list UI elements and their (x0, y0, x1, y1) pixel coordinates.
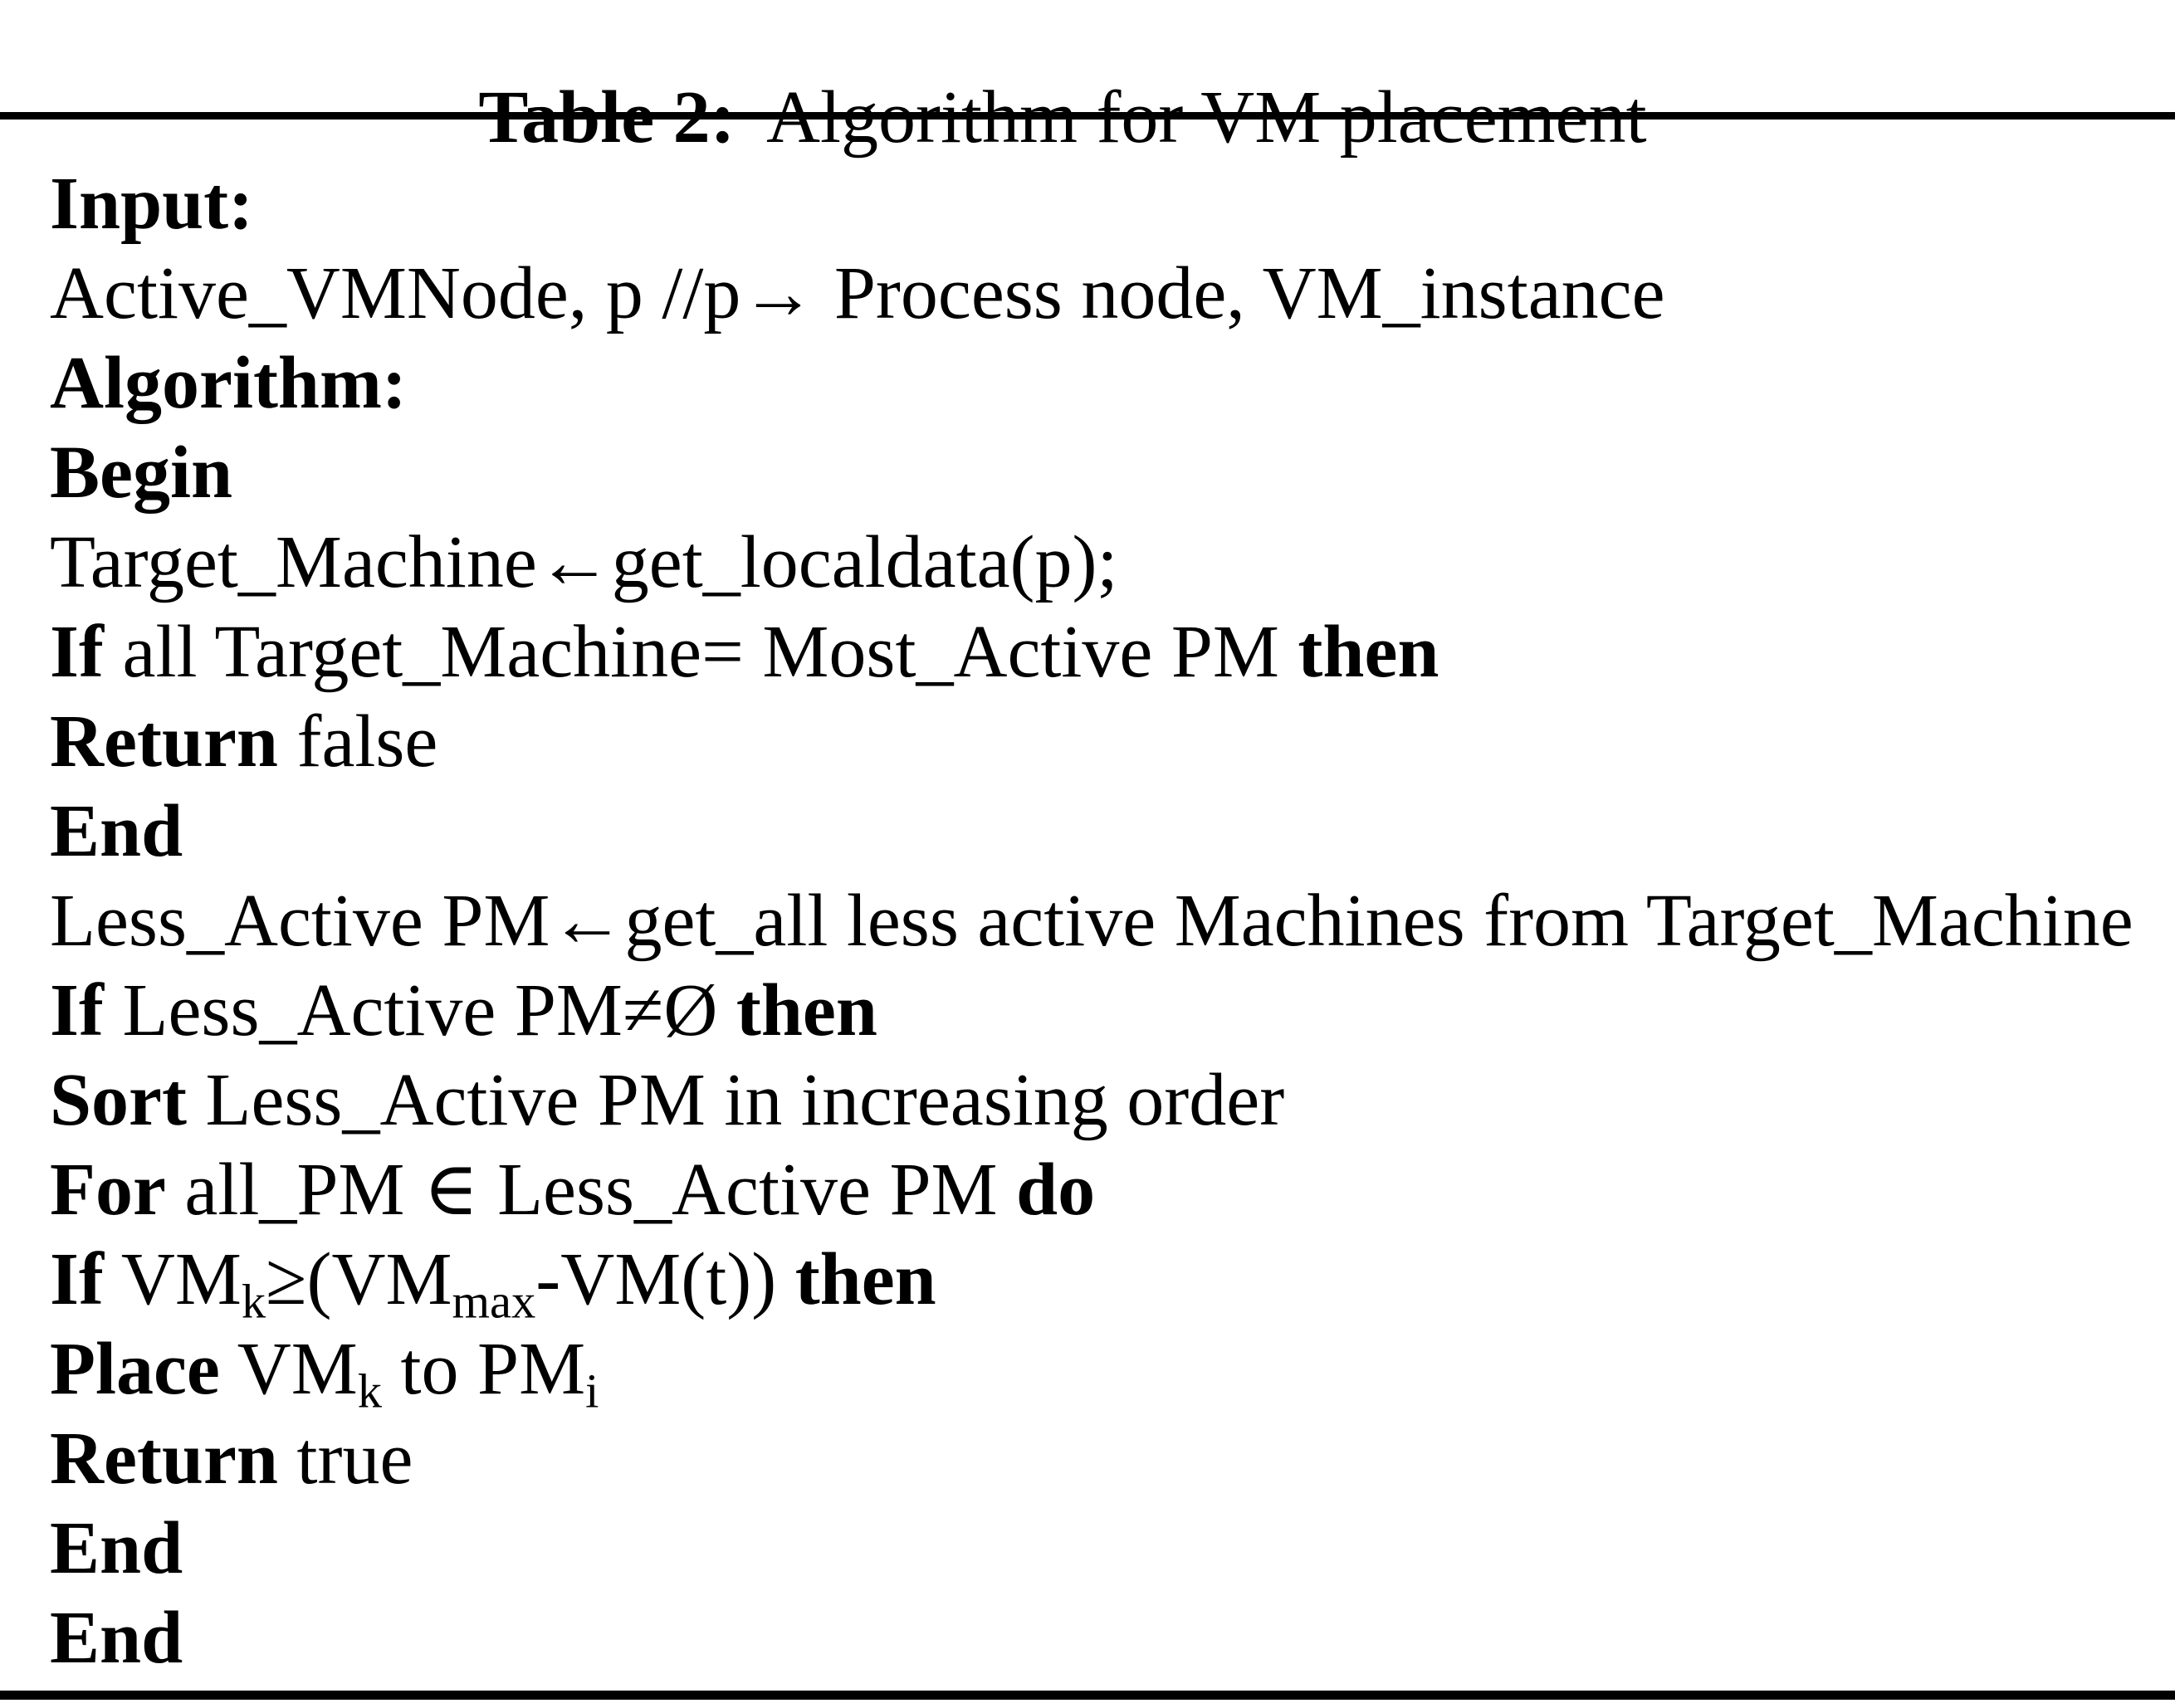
algorithm-line: End (50, 1593, 2175, 1683)
algorithm-line: Algorithm: (50, 339, 2175, 428)
keyword-text: Sort (50, 1059, 187, 1141)
algorithm-body: Input:Active_VMNode, p //p→ Process node… (50, 159, 2175, 1683)
code-text: Target_Machine←get_localdata(p); (50, 521, 1118, 603)
keyword-text: then (736, 969, 877, 1052)
algorithm-line: End (50, 787, 2175, 876)
keyword-text: End (50, 1597, 183, 1679)
subscript-text: i (585, 1364, 599, 1418)
algorithm-line: Return false (50, 697, 2175, 787)
code-text: Less_Active PM in increasing order (186, 1059, 1285, 1141)
keyword-text: Place (50, 1328, 220, 1410)
code-text: true (277, 1418, 413, 1500)
keyword-text: Begin (50, 432, 233, 514)
algorithm-line: End (50, 1504, 2175, 1593)
keyword-text: If (50, 1238, 104, 1320)
algorithm-line: Return true (50, 1414, 2175, 1504)
algorithm-line: Input: (50, 159, 2175, 249)
code-text: to PM (382, 1328, 586, 1410)
bottom-rule (0, 1691, 2175, 1700)
algorithm-line: For all_PM ∈ Less_Active PM do (50, 1145, 2175, 1235)
code-text: -VM(t)) (535, 1238, 795, 1320)
code-text: Active_VMNode, p //p→ Process node, VM_i… (50, 252, 1665, 334)
subscript-text: k (241, 1274, 266, 1329)
keyword-text: End (50, 1507, 183, 1589)
keyword-text: Return (50, 700, 278, 783)
algorithm-line: If Less_Active PM≠Ø then (50, 966, 2175, 1056)
algorithm-line: Less_Active PM←get_all less active Machi… (50, 876, 2175, 966)
code-text: all Target_Machine= Most_Active PM (104, 611, 1298, 693)
code-text: VM (219, 1328, 358, 1410)
code-text: Less_Active PM←get_all less active Machi… (50, 880, 2133, 962)
subscript-text: max (452, 1274, 536, 1329)
keyword-text: If (50, 969, 104, 1052)
code-text: ≥(VM (266, 1238, 452, 1320)
keyword-text: then (794, 1238, 936, 1320)
keyword-text: If (50, 611, 104, 693)
algorithm-line: Active_VMNode, p //p→ Process node, VM_i… (50, 249, 2175, 339)
keyword-text: then (1298, 611, 1439, 693)
code-text: Less_Active PM≠Ø (104, 969, 736, 1052)
code-text: false (277, 700, 438, 783)
keyword-text: Return (50, 1418, 278, 1500)
code-text: all_PM ∈ Less_Active PM (165, 1149, 1017, 1231)
keyword-text: For (50, 1149, 166, 1231)
top-rule (0, 112, 2175, 120)
algorithm-line: Target_Machine←get_localdata(p); (50, 518, 2175, 608)
algorithm-line: If VMk≥(VMmax-VM(t)) then (50, 1235, 2175, 1325)
keyword-text: Input: (50, 163, 254, 245)
keyword-text: End (50, 790, 183, 872)
keyword-text: do (1016, 1149, 1096, 1231)
algorithm-line: Begin (50, 428, 2175, 518)
subscript-text: k (357, 1364, 383, 1418)
algorithm-line: Place VMk to PMi (50, 1325, 2175, 1415)
code-text: VM (104, 1238, 242, 1320)
algorithm-line: If all Target_Machine= Most_Active PM th… (50, 608, 2175, 697)
algorithm-line: Sort Less_Active PM in increasing order (50, 1056, 2175, 1145)
keyword-text: Algorithm: (50, 342, 407, 424)
